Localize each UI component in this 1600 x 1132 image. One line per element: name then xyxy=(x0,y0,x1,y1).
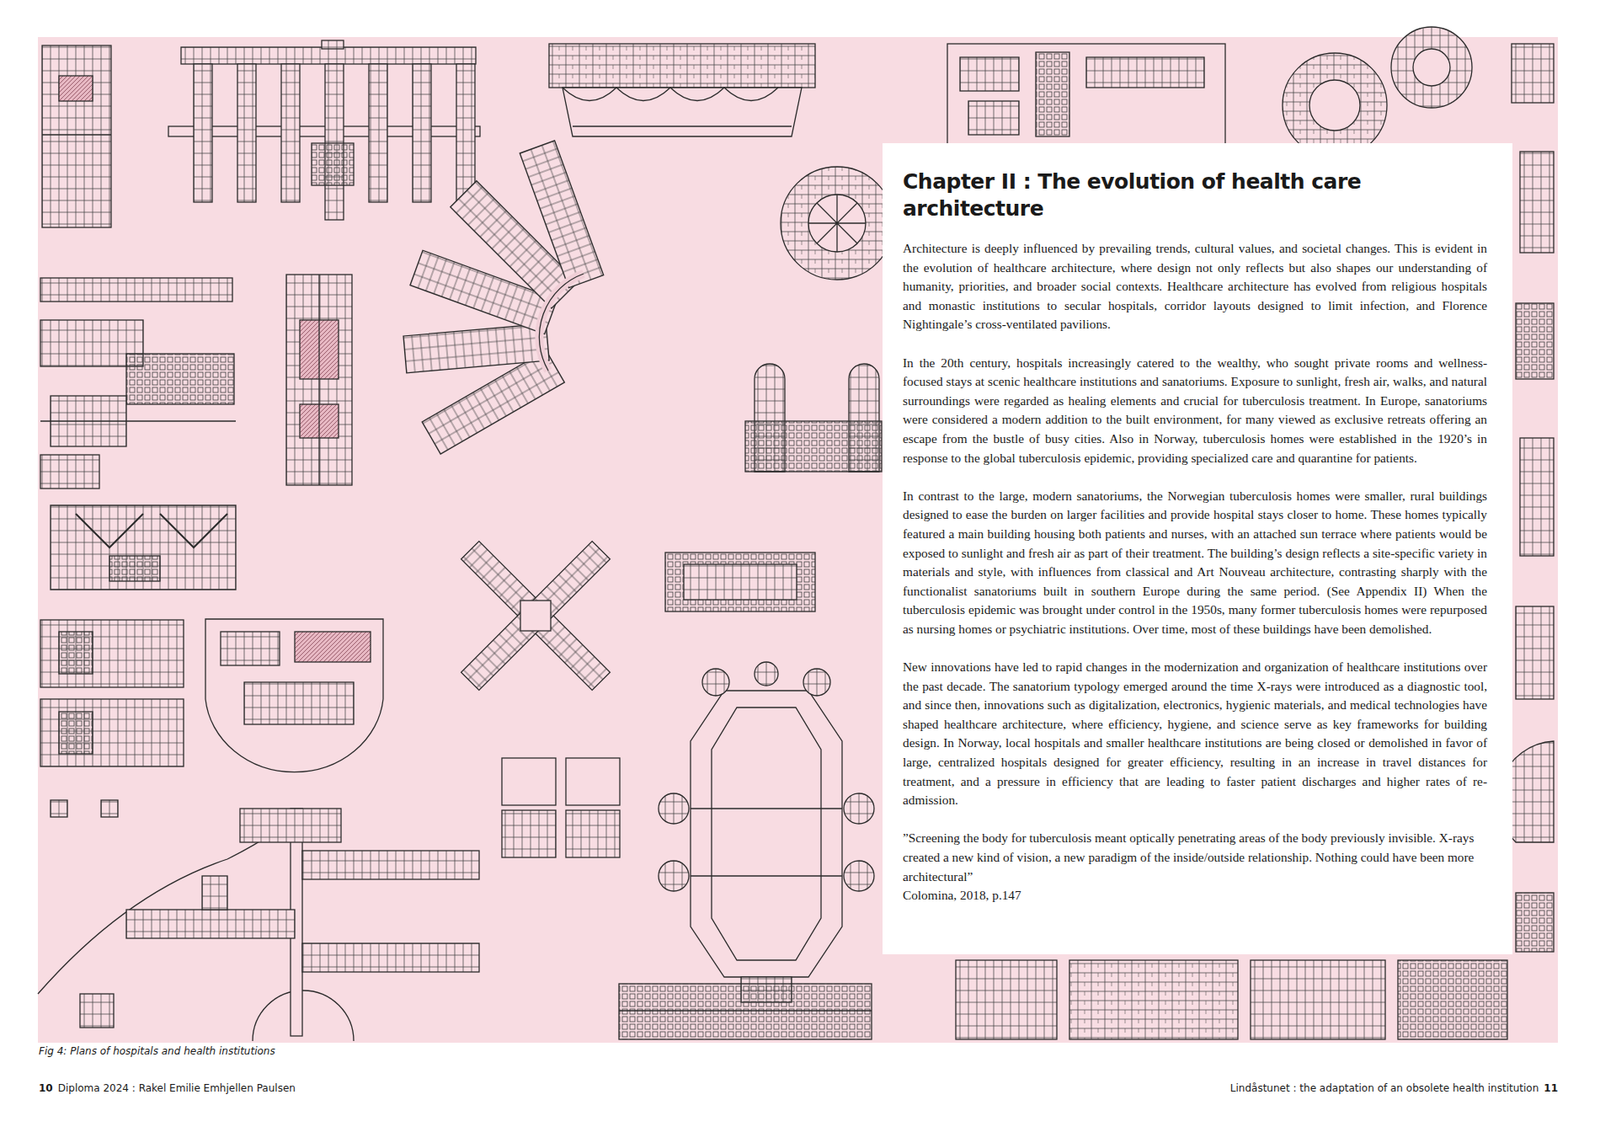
body-paragraph: Architecture is deeply influenced by pre… xyxy=(902,239,1488,335)
running-footer: Diploma 2024 : Rakel Emilie Emhjellen Pa… xyxy=(58,1082,296,1094)
figure-caption: Fig 4: Plans of hospitals and health ins… xyxy=(38,1045,276,1057)
chapter-title: Chapter II : The evolution of health car… xyxy=(902,168,1488,223)
body-paragraph: In the 20th century, hospitals increasin… xyxy=(902,353,1488,469)
quotation: Colomina, 2018, p.147 xyxy=(902,885,1488,906)
running-footer: Lindåstunet : the adaptation of an obsol… xyxy=(1230,1082,1540,1094)
body-paragraph: In contrast to the large, modern sanator… xyxy=(902,486,1488,640)
text-panel: Chapter II : The evolution of health car… xyxy=(882,143,1513,955)
body-paragraph: New innovations have led to rapid change… xyxy=(902,657,1488,811)
page-number: 10 xyxy=(38,1082,54,1094)
quotation: ”Screening the body for tuberculosis mea… xyxy=(902,828,1488,886)
page-number: 11 xyxy=(1543,1082,1558,1094)
